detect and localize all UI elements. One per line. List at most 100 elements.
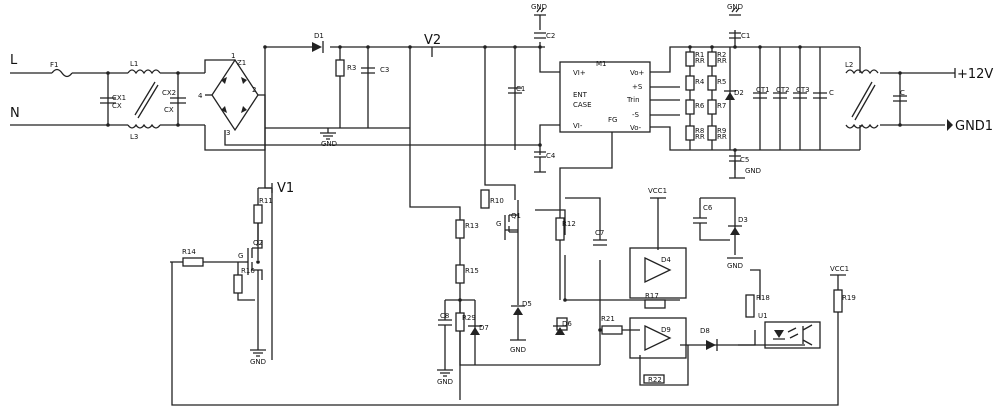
svg-text:GND: GND — [510, 346, 526, 354]
resistor-r18: R18 — [745, 294, 770, 318]
capacitor-c8: C8 — [438, 300, 452, 370]
capacitor-cx1: CX1 CX — [100, 94, 126, 110]
svg-text:R1: R1 — [695, 51, 704, 59]
svg-text:L2: L2 — [845, 61, 853, 69]
svg-text:C6: C6 — [703, 204, 713, 212]
svg-text:R2: R2 — [717, 51, 726, 59]
svg-text:CASE: CASE — [573, 101, 592, 109]
resistor-r15: R15 — [455, 264, 479, 284]
resistor-r21: R21 — [601, 315, 623, 335]
svg-text:Z1: Z1 — [237, 59, 246, 67]
diode-d2: D2 — [724, 89, 744, 100]
svg-text:Trin: Trin — [626, 96, 640, 104]
capacitor-cx2: CX2 CX — [162, 89, 186, 114]
svg-text:C7: C7 — [595, 229, 604, 237]
svg-text:2: 2 — [252, 86, 256, 94]
svg-text:R4: R4 — [695, 78, 705, 86]
svg-text:D2: D2 — [734, 89, 744, 97]
opamp-d4: D4 — [629, 247, 687, 299]
svg-text:G: G — [238, 252, 243, 260]
mosfet-q2: Q2 G — [238, 223, 263, 280]
svg-text:R19: R19 — [842, 294, 856, 302]
svg-text:ENT: ENT — [573, 91, 588, 99]
svg-text:C8: C8 — [440, 312, 449, 320]
resistor-r16: R16 — [233, 267, 255, 294]
svg-text:R22: R22 — [648, 376, 662, 384]
resistor-network: R1 RR R2 RR R4 R5 R6 R7 R8 RR R9 RR — [685, 51, 727, 141]
svg-text:GND: GND — [727, 262, 743, 270]
junction-dots — [106, 45, 902, 332]
svg-text:L3: L3 — [130, 133, 138, 141]
capacitor-c4: C4 — [534, 151, 556, 173]
svg-text:R11: R11 — [259, 197, 273, 205]
svg-text:R18: R18 — [756, 294, 770, 302]
svg-text:D9: D9 — [661, 326, 671, 334]
svg-text:R16: R16 — [241, 267, 255, 275]
ground-symbol-left: GND — [437, 369, 453, 386]
svg-text:C: C — [900, 89, 905, 97]
choke-l1-l3: L1 L3 — [127, 60, 161, 141]
svg-text:U1: U1 — [758, 312, 768, 320]
svg-text:Vo-: Vo- — [630, 124, 642, 132]
resistor-r13: R13 — [455, 219, 479, 239]
svg-text:R15: R15 — [465, 267, 479, 275]
svg-text:R29: R29 — [462, 314, 476, 322]
capacitor-c1: C1 — [508, 85, 525, 94]
zener-d5: D5 GND — [510, 300, 532, 354]
svg-text:C1: C1 — [516, 85, 525, 93]
svg-text:CX: CX — [164, 106, 174, 114]
dcdc-module-m1: M1 VI+ ENT CASE VI- FG Vo+ +S Trin -S Vo… — [559, 60, 651, 133]
capacitor-c7: C7 — [593, 229, 607, 246]
svg-text:+12V: +12V — [957, 67, 993, 82]
svg-text:C2: C2 — [546, 32, 555, 40]
svg-text:GND: GND — [727, 3, 743, 11]
svg-text:R9: R9 — [717, 127, 726, 135]
svg-text:+S: +S — [632, 83, 643, 91]
svg-text:3: 3 — [226, 129, 230, 137]
svg-text:G: G — [496, 220, 501, 228]
svg-text:GND: GND — [321, 140, 337, 148]
resistor-r17: R17 — [644, 292, 666, 309]
optocoupler-u1: U1 — [758, 312, 821, 349]
svg-text:VCC1: VCC1 — [648, 187, 667, 195]
svg-text:1: 1 — [231, 52, 235, 60]
svg-text:R21: R21 — [601, 315, 615, 323]
svg-text:CX1: CX1 — [112, 94, 126, 102]
resistor-r14: R14 — [182, 248, 204, 267]
resistor-r22: R22 — [643, 374, 665, 384]
svg-text:CX: CX — [112, 102, 122, 110]
svg-text:C: C — [829, 89, 834, 97]
svg-text:RR: RR — [717, 133, 727, 141]
capacitor-ct2: CT2 — [773, 47, 790, 150]
svg-text:R8: R8 — [695, 127, 704, 135]
terminal-neutral-label: N — [10, 106, 20, 121]
svg-text:C4: C4 — [546, 152, 556, 160]
svg-text:FG: FG — [608, 116, 617, 124]
terminal-gnd1: GND1 — [947, 119, 993, 134]
svg-text:D3: D3 — [738, 216, 748, 224]
svg-text:CT2: CT2 — [776, 86, 790, 94]
zener-d3: D3 GND — [727, 216, 748, 270]
svg-text:CX2: CX2 — [162, 89, 176, 97]
diode-d8: D8 — [700, 327, 718, 351]
svg-text:L1: L1 — [130, 60, 138, 68]
vcc1-label-a: VCC1 — [648, 187, 667, 199]
svg-text:D4: D4 — [661, 256, 671, 264]
svg-text:D5: D5 — [522, 300, 532, 308]
mosfet-q1: Q1 G — [496, 212, 521, 240]
resistor-r3: R3 — [335, 59, 356, 77]
svg-text:Q2: Q2 — [253, 239, 263, 247]
resistor-r12: R12 — [555, 217, 576, 241]
capacitor-ct3: CT3 — [793, 86, 810, 99]
terminal-line-label: L — [10, 53, 18, 68]
capacitor-c6: C6 — [693, 198, 730, 241]
node-v2-label: V2 — [424, 33, 441, 48]
svg-text:R13: R13 — [465, 222, 479, 230]
diode-d1: D1 — [312, 32, 324, 53]
resistor-r11: R11 — [253, 187, 273, 224]
svg-text:R12: R12 — [562, 220, 576, 228]
node-v1-label: V1 — [277, 181, 294, 196]
svg-text:D6: D6 — [562, 320, 572, 328]
ground-symbol-q2: GND — [250, 349, 266, 366]
